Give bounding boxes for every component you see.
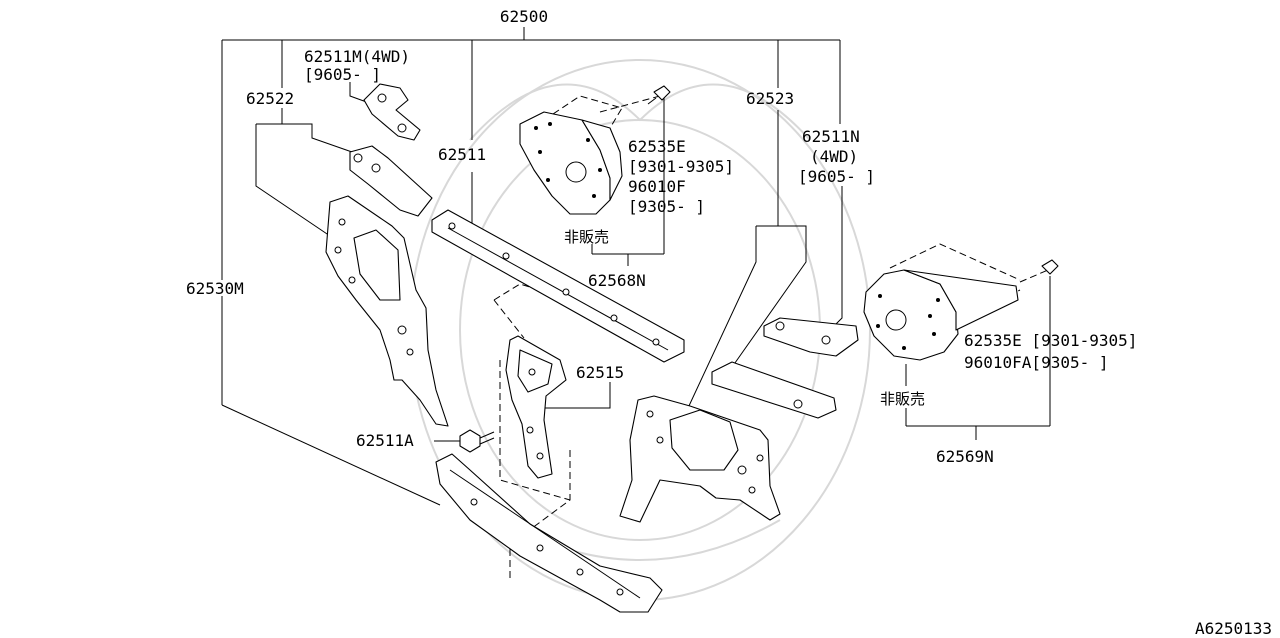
label-62511n-range: [9605- ] bbox=[798, 167, 875, 186]
label-62535e-top: 62535E bbox=[628, 137, 686, 156]
leader-62515 bbox=[540, 382, 611, 409]
label-62511n: 62511N bbox=[802, 127, 860, 146]
label-62535e-top-range: [9301-9305] bbox=[628, 157, 734, 176]
leader-62522 bbox=[255, 108, 353, 241]
part-62523-bracket bbox=[711, 361, 837, 419]
label-62511m-range: [9605- ] bbox=[304, 65, 381, 84]
leader-62523 bbox=[687, 110, 807, 409]
leader-62569n bbox=[905, 276, 1051, 440]
leader-62530m bbox=[221, 404, 441, 506]
label-62511m: 62511M(4WD) bbox=[304, 47, 410, 66]
label-62530m: 62530M bbox=[186, 279, 244, 298]
part-62530m-left-panel bbox=[325, 195, 449, 427]
leader-62568n bbox=[591, 96, 665, 266]
label-62515: 62515 bbox=[576, 363, 624, 382]
label-not-for-sale-top: 非販売 bbox=[564, 228, 609, 246]
leader-62511n bbox=[835, 186, 843, 325]
part-62511m-bracket bbox=[363, 83, 421, 141]
part-62511-upper-support bbox=[431, 209, 685, 363]
label-62511: 62511 bbox=[438, 145, 486, 164]
label-62535e-right: 62535E [9301-9305] bbox=[964, 331, 1137, 350]
label-96010f-range: [9305- ] bbox=[628, 197, 705, 216]
figure-code: A6250133 bbox=[1195, 619, 1272, 638]
label-62523: 62523 bbox=[746, 89, 794, 108]
label-62568n: 62568N bbox=[588, 271, 646, 290]
label-62569n: 62569N bbox=[936, 447, 994, 466]
label-62500: 62500 bbox=[500, 7, 548, 26]
part-62511a-bolt bbox=[459, 429, 495, 453]
label-62511n-note: (4WD) bbox=[810, 147, 858, 166]
part-62535e-top-plate bbox=[519, 111, 623, 215]
part-right-panel bbox=[619, 395, 781, 523]
part-bolt-right bbox=[1041, 259, 1059, 275]
part-62511n-bracket bbox=[763, 317, 859, 357]
label-96010f: 96010F bbox=[628, 177, 686, 196]
label-62522: 62522 bbox=[246, 89, 294, 108]
part-62515-center-stay bbox=[505, 335, 567, 479]
leader-62500 bbox=[221, 27, 841, 405]
label-not-for-sale-right: 非販売 bbox=[880, 390, 925, 408]
part-lower-support bbox=[435, 453, 663, 613]
label-96010fa: 96010FA[9305- ] bbox=[964, 353, 1109, 372]
part-62535e-right-plate bbox=[863, 269, 1019, 361]
label-62511a: 62511A bbox=[356, 431, 414, 450]
part-62522-bracket bbox=[349, 145, 433, 217]
part-bolt-top bbox=[647, 85, 671, 105]
